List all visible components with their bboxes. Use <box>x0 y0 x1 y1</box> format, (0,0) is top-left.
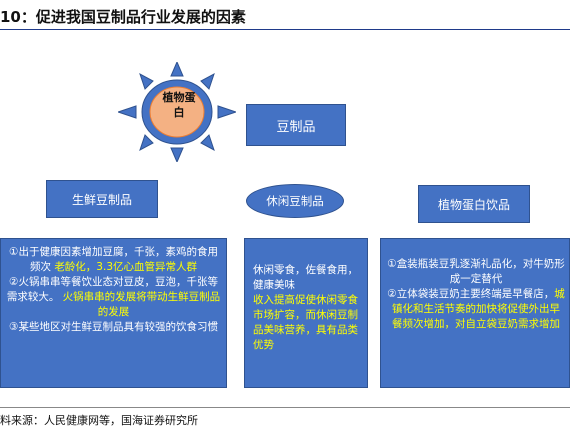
detail-text: ①出于健康因素增加豆腐，千张，素鸡的食用频次 <box>9 246 218 273</box>
category-fresh-soy: 生鲜豆制品 <box>46 180 158 218</box>
detail-box-plant-drink: ①盒装瓶装豆乳逐渐礼品化，对牛奶形成一定替代 ②立体袋装豆奶主要终端是早餐店，城… <box>380 238 570 388</box>
sun-icon <box>118 62 236 162</box>
detail-box-leisure: 休闲零食，佐餐食用，健康美味 收入提高促使休闲零食市场扩容，而休闲豆制品美味营养… <box>244 238 368 388</box>
detail-box-fresh: ①出于健康因素增加豆腐，千张，素鸡的食用频次 老龄化，3.3亿心血管异常人群 ②… <box>0 238 227 388</box>
detail-highlight: 火锅串串的发展将带动生鲜豆制品的发展 <box>62 291 221 318</box>
source-note: 料来源：人民健康网等，国海证券研究所 <box>0 414 198 427</box>
detail-highlight: 收入提高促使休闲零食市场扩容，而休闲豆制品美味营养，具有品类优势 <box>253 294 358 351</box>
detail-highlight: 城镇化和生活节奏的加快将促使外出早餐频次增加，对自立袋豆奶需求增加 <box>392 288 565 330</box>
category-leisure-soy: 休闲豆制品 <box>246 184 344 218</box>
soy-products-box: 豆制品 <box>246 104 346 146</box>
detail-text: ②火锅串串等餐饮业态对豆皮，豆泡，千张等需求较大。 <box>6 276 218 303</box>
detail-text: ①盒装瓶装豆乳逐渐礼品化，对牛奶形成一定替代 <box>387 258 565 285</box>
title-divider <box>0 29 570 30</box>
figure-title: 10：促进我国豆制品行业发展的因素 <box>0 8 246 26</box>
footer-divider <box>0 407 570 408</box>
category-plant-protein-drink: 植物蛋白饮品 <box>418 185 530 223</box>
sun-label: 植物蛋白 <box>162 91 196 119</box>
detail-text: ②立体袋装豆奶主要终端是早餐店， <box>387 288 555 300</box>
detail-text: 休闲零食，佐餐食用，健康美味 <box>253 264 358 291</box>
detail-text: ③某些地区对生鲜豆制品具有较强的饮食习惯 <box>9 321 218 333</box>
detail-highlight: 老龄化，3.3亿心血管异常人群 <box>54 261 198 273</box>
